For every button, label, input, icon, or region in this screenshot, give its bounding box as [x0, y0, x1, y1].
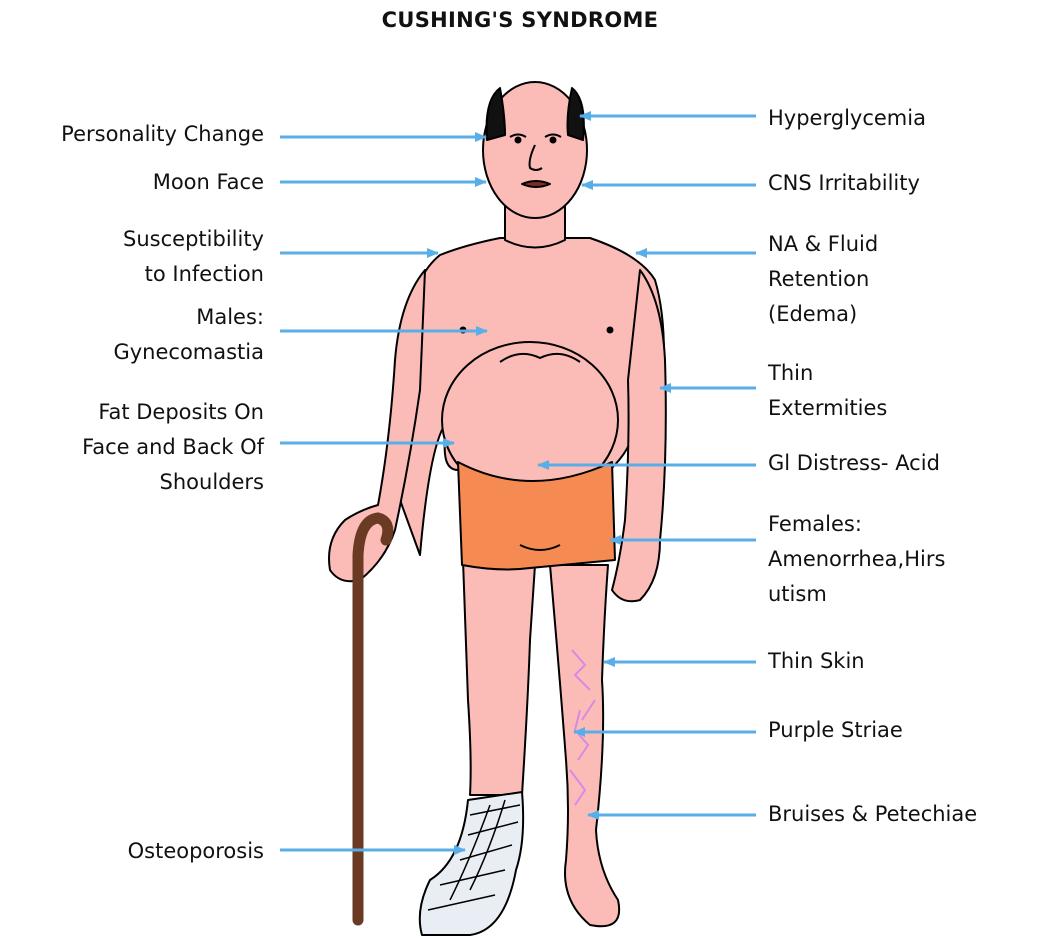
- label-females-amenorrhea: Females: Amenorrhea,Hirs utism: [768, 507, 945, 612]
- label-line: Hyperglycemia: [768, 101, 926, 136]
- hair: [487, 88, 505, 140]
- label-line: Gynecomastia: [113, 335, 264, 370]
- right-arm: [329, 270, 425, 581]
- human-figure: [329, 82, 666, 935]
- foot-cast: [420, 792, 523, 935]
- label-males-gynecomastia: Males: Gynecomastia: [113, 300, 264, 370]
- label-line: CNS Irritability: [768, 166, 920, 201]
- label-line: Susceptibility: [123, 222, 264, 257]
- right-leg: [463, 560, 535, 795]
- label-thin-skin: Thin Skin: [768, 644, 865, 679]
- label-line: Face and Back Of: [82, 430, 264, 465]
- label-susceptibility-to-infection: Susceptibility to Infection: [123, 222, 264, 292]
- label-line: to Infection: [123, 257, 264, 292]
- label-personality-change: Personality Change: [61, 117, 264, 152]
- label-line: (Edema): [768, 297, 878, 332]
- label-thin-extremities: Thin Extermities: [768, 356, 887, 426]
- label-line: Moon Face: [153, 165, 264, 200]
- label-hyperglycemia: Hyperglycemia: [768, 101, 926, 136]
- label-osteoporosis: Osteoporosis: [128, 834, 264, 869]
- label-line: Retention: [768, 262, 878, 297]
- label-line: Females:: [768, 507, 945, 542]
- label-line: Personality Change: [61, 117, 264, 152]
- cane: [358, 518, 388, 920]
- label-moon-face: Moon Face: [153, 165, 264, 200]
- label-line: Fat Deposits On: [82, 395, 264, 430]
- label-line: Thin: [768, 356, 887, 391]
- label-line: Shoulders: [82, 465, 264, 500]
- left-leg: [550, 565, 619, 926]
- label-line: utism: [768, 577, 945, 612]
- label-line: NA & Fluid: [768, 227, 878, 262]
- label-line: Purple Striae: [768, 713, 903, 748]
- label-line: Amenorrhea,Hirs: [768, 542, 945, 577]
- label-bruises-petechiae: Bruises & Petechiae: [768, 797, 977, 832]
- label-cns-irritability: CNS Irritability: [768, 166, 920, 201]
- label-na-fluid-retention: NA & Fluid Retention (Edema): [768, 227, 878, 332]
- label-purple-striae: Purple Striae: [768, 713, 903, 748]
- label-line: Bruises & Petechiae: [768, 797, 977, 832]
- label-gi-distress: Gl Distress- Acid: [768, 446, 940, 481]
- label-line: Extermities: [768, 391, 887, 426]
- label-line: Gl Distress- Acid: [768, 446, 940, 481]
- label-line: Osteoporosis: [128, 834, 264, 869]
- label-line: Males:: [113, 300, 264, 335]
- label-fat-deposits: Fat Deposits On Face and Back Of Shoulde…: [82, 395, 264, 500]
- label-line: Thin Skin: [768, 644, 865, 679]
